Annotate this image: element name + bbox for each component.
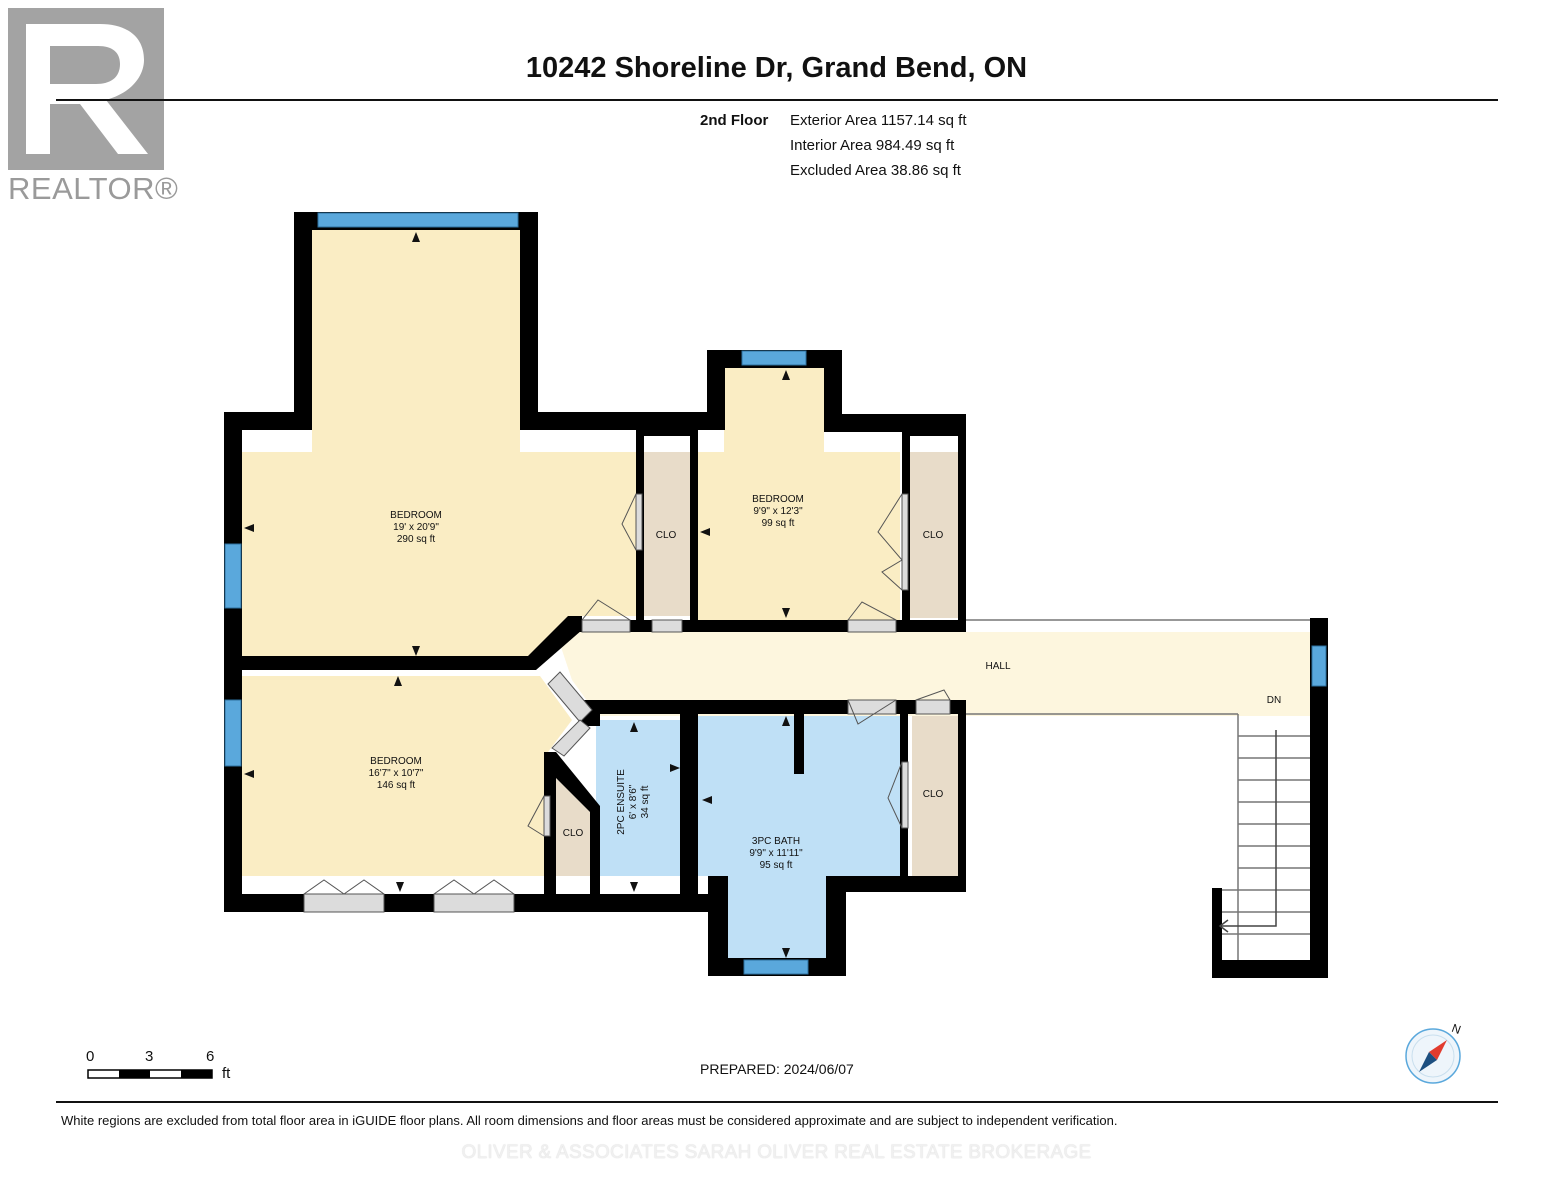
- window-top-main: [317, 212, 519, 228]
- bedroom-small-fill: [696, 366, 900, 620]
- exterior-area: Exterior Area 1157.14 sq ft: [790, 112, 967, 129]
- excluded-area: Excluded Area 38.86 sq ft: [790, 162, 961, 179]
- bedroom-lower-fill: [242, 676, 572, 876]
- bedroom-main-fill: [242, 228, 636, 660]
- room-name: BEDROOM: [370, 756, 422, 767]
- closet-3-label: CLO: [922, 789, 944, 800]
- floor-label: 2nd Floor: [700, 112, 769, 129]
- compass-icon: [1405, 1028, 1461, 1084]
- door-swings: [303, 493, 951, 895]
- window-left-1: [224, 543, 242, 609]
- closet-3-fill: [912, 716, 960, 876]
- scale-unit: ft: [222, 1065, 231, 1082]
- room-dims: 9'9" x 11'11": [749, 848, 803, 859]
- room-area: 290 sq ft: [396, 534, 436, 545]
- bath-label: 3PC BATH 9'9" x 11'11" 95 sq ft: [749, 836, 802, 872]
- room-name: 2PC ENSUITE: [616, 769, 627, 835]
- bath-fill: [698, 714, 906, 962]
- scale-tick-0: 0: [86, 1048, 95, 1065]
- disclaimer-text: White regions are excluded from total fl…: [61, 1113, 1118, 1128]
- window-left-2: [224, 699, 242, 767]
- page-title: 10242 Shoreline Dr, Grand Bend, ON: [525, 52, 1028, 84]
- room-area: 99 sq ft: [761, 518, 795, 529]
- brokerage-watermark: OLIVER & ASSOCIATES SARAH OLIVER REAL ES…: [461, 1142, 1092, 1163]
- room-dims: 6' x 8'6": [628, 784, 639, 820]
- closet-1-fill: [644, 452, 690, 616]
- closet-1-label: CLO: [655, 530, 677, 541]
- room-name: BEDROOM: [390, 510, 442, 521]
- bedroom-main-label: BEDROOM 19' x 20'9" 290 sq ft: [390, 510, 442, 546]
- area-summary: 2nd Floor Exterior Area 1157.14 sq ft In…: [700, 108, 967, 183]
- room-name: 3PC BATH: [751, 836, 801, 847]
- room-dims: 9'9" x 12'3": [753, 506, 803, 517]
- ensuite-label: 2PC ENSUITE 6' x 8'6" 34 sq ft: [616, 769, 652, 835]
- windows: [224, 212, 1327, 975]
- dimension-arrows: [244, 232, 790, 958]
- bedroom-lower-label: BEDROOM 16'7" x 10'7" 146 sq ft: [369, 756, 424, 792]
- room-dims: 16'7" x 10'7": [368, 768, 424, 779]
- hall-fill: [556, 632, 1310, 716]
- stairs-down-label: DN: [1266, 695, 1282, 706]
- header-divider: [56, 99, 1498, 101]
- realtor-wordmark: REALTOR®: [8, 171, 179, 206]
- interior-area: Interior Area 984.49 sq ft: [790, 137, 955, 154]
- room-area: 95 sq ft: [759, 860, 793, 871]
- realtor-logo: REALTOR®: [8, 8, 180, 208]
- realtor-r-logo: [8, 8, 164, 170]
- doors: [303, 493, 951, 913]
- ensuite-fill: [596, 720, 684, 876]
- room-name: BEDROOM: [752, 494, 804, 505]
- closet-4-fill: [556, 778, 590, 876]
- room-area: 34 sq ft: [640, 785, 651, 819]
- closet-2-label: CLO: [922, 530, 944, 541]
- room-dims: 19' x 20'9": [393, 522, 439, 533]
- room-area: 146 sq ft: [376, 780, 416, 791]
- stairs: [966, 619, 1310, 960]
- hall-label: HALL: [985, 661, 1011, 672]
- window-bath: [743, 959, 809, 975]
- bedroom-small-label: BEDROOM 9'9" x 12'3" 99 sq ft: [752, 494, 804, 530]
- window-hall: [1311, 645, 1327, 687]
- scale-tick-6: 6: [206, 1048, 215, 1065]
- prepared-date: PREPARED: 2024/06/07: [700, 1061, 854, 1077]
- scale-tick-3: 3: [145, 1048, 154, 1065]
- scale-bar: [87, 1069, 213, 1079]
- closet-2-fill: [910, 452, 958, 618]
- room-fills: [242, 228, 1310, 962]
- window-top-small: [741, 350, 807, 366]
- closet-4-label: CLO: [562, 828, 584, 839]
